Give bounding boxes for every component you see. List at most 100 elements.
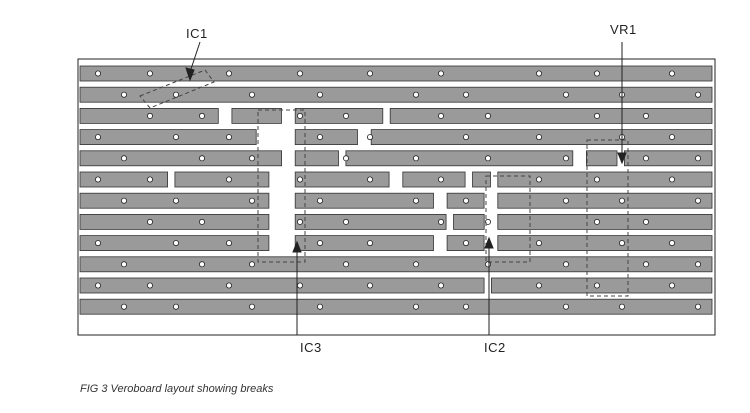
hole-2-14 [484,112,491,119]
hole-9-16 [563,261,570,268]
component-holes [95,70,702,310]
strip-8-segment-1 [294,235,434,252]
hole-9-19 [643,261,650,268]
hole-9-6 [248,261,255,268]
hole-2-4 [198,112,205,119]
hole-4-4 [198,155,205,162]
hole-11-8 [316,303,323,310]
hole-6-16 [563,197,570,204]
hole-11-13 [462,303,469,310]
strip-7-segment-1 [294,213,447,230]
hole-11-18 [619,303,626,310]
strip-2-segment-3 [389,108,713,124]
strip-5-segment-5 [497,171,713,188]
hole-6-8 [316,197,323,204]
strip-4-segment-1 [294,150,339,167]
strip-6-segment-3 [497,192,713,209]
hole-10-0 [95,282,102,289]
strip-3-segment-1 [294,129,358,146]
hole-11-1 [121,303,128,310]
hole-4-21 [695,155,702,162]
hole-5-5 [225,176,232,183]
hole-2-7 [296,112,303,119]
hole-10-7 [296,282,303,289]
hole-5-17 [594,176,601,183]
ic1-label: IC1 [186,26,208,41]
component-outlines [139,69,629,297]
hole-8-20 [669,240,676,247]
ic3-outline [257,109,306,263]
hole-3-3 [172,134,179,141]
hole-10-5 [225,282,232,289]
hole-10-20 [669,282,676,289]
hole-5-7 [296,176,303,183]
strip-1-segment-0 [79,86,713,103]
hole-1-11 [412,91,419,98]
hole-6-3 [172,197,179,204]
hole-3-5 [225,134,232,141]
ic3-arrow [292,240,302,253]
hole-10-15 [536,282,543,289]
hole-6-13 [462,197,469,204]
hole-5-2 [146,176,153,183]
hole-7-7 [296,218,303,225]
strip-5-segment-4 [472,171,491,188]
hole-9-11 [412,261,419,268]
strip-10-segment-1 [490,277,713,294]
hole-4-16 [563,155,570,162]
hole-8-18 [619,240,626,247]
hole-8-8 [316,240,323,247]
hole-2-12 [437,112,444,119]
hole-7-19 [643,218,650,225]
hole-6-1 [121,197,128,204]
strip-7-segment-2 [453,213,485,230]
strip-4-segment-0 [79,150,283,167]
hole-4-6 [248,155,255,162]
strip-10-segment-0 [79,277,485,294]
hole-1-21 [695,91,702,98]
hole-0-0 [95,70,102,77]
strip-4-segment-2 [345,150,574,167]
hole-4-9 [342,155,349,162]
strip-8-segment-3 [497,235,713,252]
hole-2-2 [146,112,153,119]
strip-7-segment-3 [497,213,713,230]
strip-5-segment-1 [174,171,270,188]
hole-1-3 [172,91,179,98]
hole-8-10 [366,240,373,247]
hole-1-13 [462,91,469,98]
hole-6-11 [412,197,419,204]
vr1-outline [586,139,629,297]
vr1-label: VR1 [610,22,637,37]
strip-11-segment-0 [79,298,713,315]
strip-5-segment-0 [79,171,168,188]
hole-0-7 [296,70,303,77]
vr1-arrow [617,152,627,165]
hole-9-21 [695,261,702,268]
hole-0-2 [146,70,153,77]
hole-4-11 [412,155,419,162]
hole-9-9 [342,261,349,268]
strip-3-segment-0 [79,129,257,146]
hole-3-13 [462,134,469,141]
hole-1-1 [121,91,128,98]
hole-3-10 [366,134,373,141]
strip-2-segment-2 [294,108,384,124]
hole-4-19 [643,155,650,162]
ic2-label: IC2 [484,340,506,355]
strip-0-segment-0 [79,65,713,82]
hole-11-6 [248,303,255,310]
hole-8-5 [225,240,232,247]
hole-10-12 [437,282,444,289]
hole-0-12 [437,70,444,77]
ic1-arrow [185,67,195,82]
hole-2-9 [342,112,349,119]
strip-7-segment-0 [79,213,270,230]
hole-8-0 [95,240,102,247]
strip-6-segment-1 [294,192,434,209]
leader-lines [185,41,627,335]
hole-7-14 [484,218,491,225]
strip-5-segment-3 [402,171,466,188]
hole-0-5 [225,70,232,77]
